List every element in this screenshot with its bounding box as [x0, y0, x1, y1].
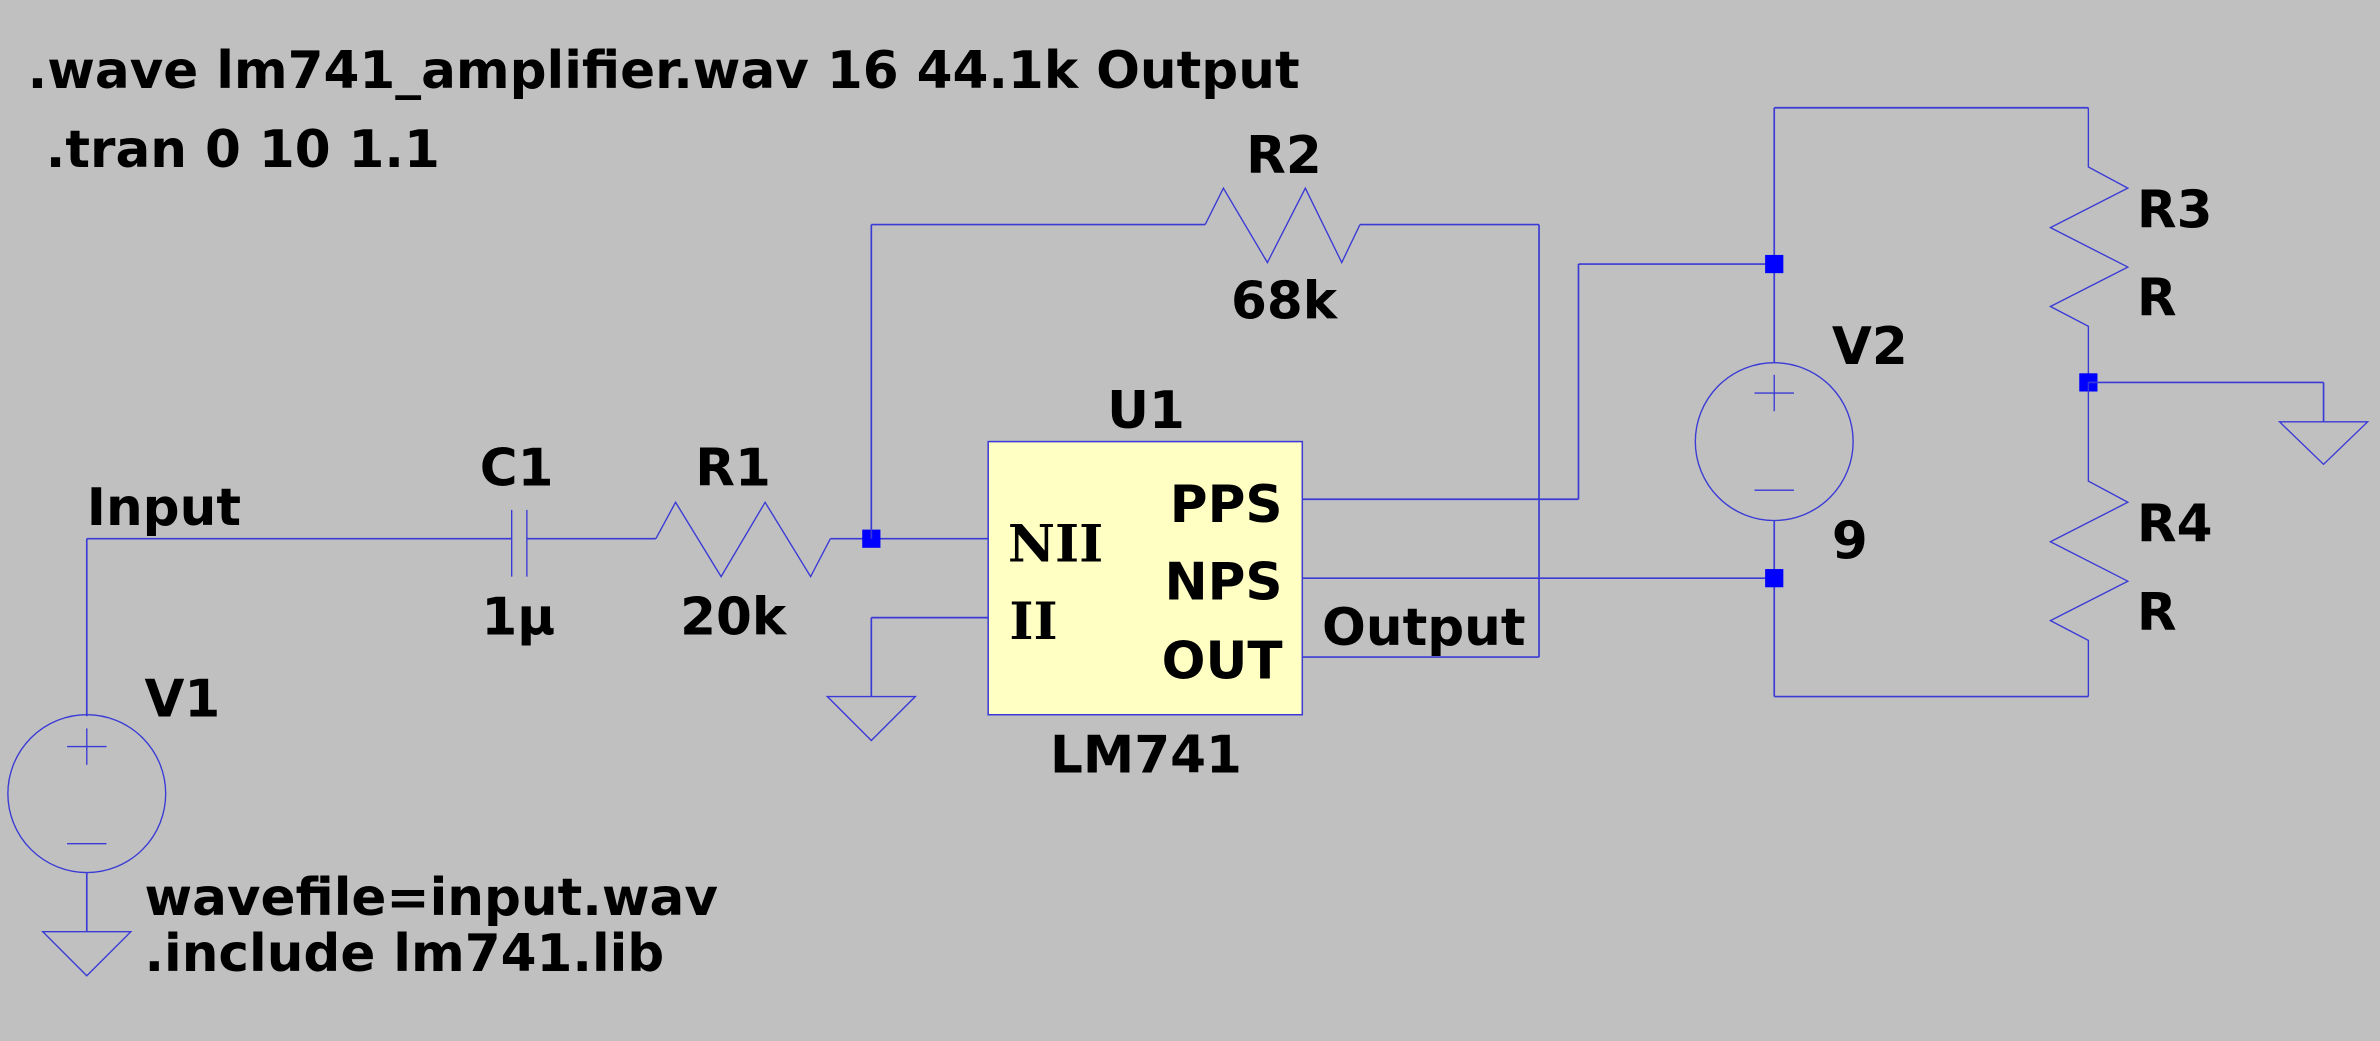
r1-value: 20k — [680, 587, 788, 647]
c1-label: C1 — [480, 439, 554, 499]
r1-resistor[interactable] — [655, 500, 831, 579]
r2-label: R2 — [1246, 126, 1322, 186]
r1-zigzag — [655, 500, 831, 579]
junction-nii — [862, 529, 881, 548]
v2-source[interactable] — [1694, 107, 1854, 697]
ground-icon-v1 — [41, 931, 133, 977]
r4-resistor[interactable] — [2048, 382, 2130, 697]
u1-pin-nps: NPS — [1164, 552, 1282, 612]
r4-zigzag — [2048, 382, 2130, 697]
u1-pin-ii: II — [1009, 592, 1057, 652]
v2-label: V2 — [1832, 317, 1908, 377]
net-label-input[interactable]: Input — [87, 478, 241, 538]
u1-opamp[interactable]: NII II PPS NPS OUT — [987, 440, 1304, 716]
r3-zigzag — [2048, 107, 2130, 383]
r4-value: R — [2137, 583, 2177, 643]
wave-directive[interactable]: .wave lm741_amplifier.wav 16 44.1k Outpu… — [28, 41, 1300, 101]
junction-v2-bottom — [1765, 569, 1784, 588]
v1-source[interactable] — [7, 538, 167, 977]
u1-pin-out: OUT — [1162, 631, 1283, 691]
v1-label: V1 — [144, 669, 220, 729]
c1-value: 1μ — [481, 587, 555, 647]
u1-model: LM741 — [1050, 725, 1242, 785]
wavefile-label: wavefile=input.wav — [144, 868, 718, 928]
v2-value: 9 — [1832, 511, 1868, 571]
u1-label: U1 — [1107, 381, 1185, 441]
net-label-output[interactable]: Output — [1322, 598, 1526, 658]
ground-icon-divider — [2277, 421, 2370, 466]
r3-label: R3 — [2137, 181, 2213, 241]
r2-value: 68k — [1231, 272, 1339, 332]
r4-label: R4 — [2137, 495, 2213, 555]
c1-capacitor[interactable] — [510, 509, 528, 577]
junction-v2-top — [1765, 254, 1784, 274]
r1-label: R1 — [695, 439, 771, 499]
include-directive[interactable]: .include lm741.lib — [144, 924, 664, 984]
ground-icon-ii — [825, 695, 917, 742]
r3-value: R — [2137, 269, 2177, 329]
r3-resistor[interactable] — [2048, 107, 2130, 383]
u1-pin-pps: PPS — [1170, 475, 1283, 535]
u1-pin-nii: NII — [1008, 514, 1103, 574]
tran-directive[interactable]: .tran 0 10 1.1 — [46, 120, 440, 180]
r2-zigzag — [1204, 186, 1361, 265]
u1-body — [987, 440, 1304, 716]
r2-resistor[interactable] — [1204, 186, 1361, 265]
